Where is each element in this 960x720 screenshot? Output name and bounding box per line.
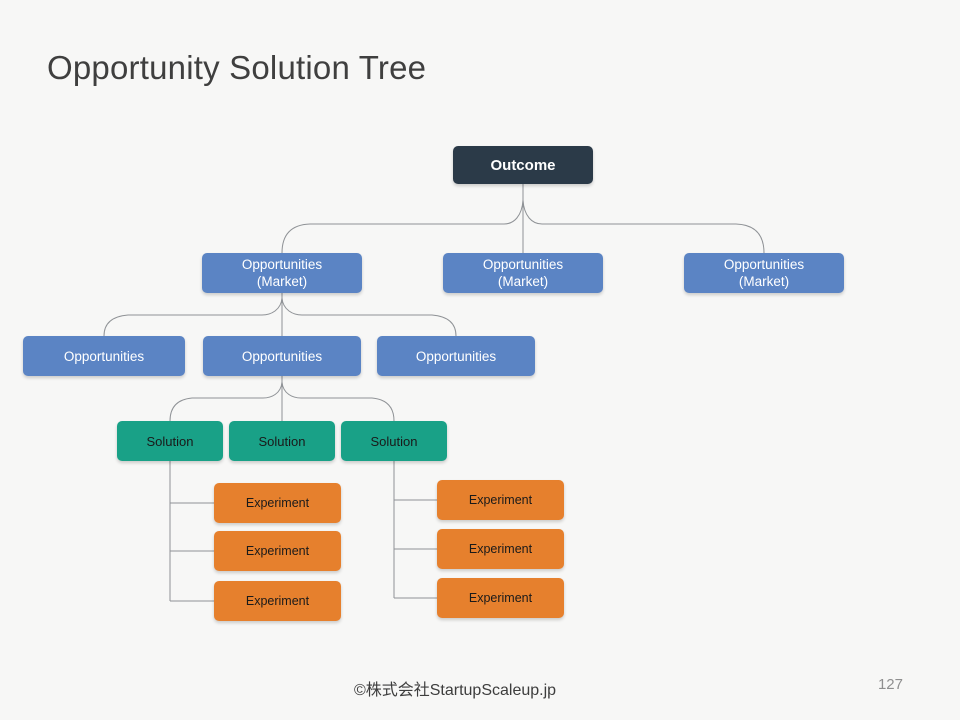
page-number: 127 [877,676,903,693]
experiment-right-2-label: Experiment [468,541,533,556]
connector-outcome-right-arm [522,199,765,254]
experiment-left-2-label: Experiment [245,543,310,558]
opportunity-box-1: Opportunities [23,336,185,376]
opportunity-3-label: Opportunities [415,348,497,364]
solution-box-1: Solution [117,421,223,461]
connector-outcome-left-arm [281,199,524,254]
experiment-left-1-label: Experiment [245,495,310,510]
footer-copyright: ©株式会社StartupScaleup.jp [353,682,557,699]
experiment-right-3-label: Experiment [468,590,533,605]
market-opportunity-2-line2: (Market) [497,274,549,289]
market-opportunity-1-line1: Opportunities [241,257,323,272]
outcome-box: Outcome [453,146,593,184]
connector-opportunity-left-arm [169,381,283,422]
connector-market-left-arm [103,297,283,337]
connector-market-right-arm [281,297,457,337]
experiment-box-left-2: Experiment [214,531,341,571]
experiment-box-right-3: Experiment [437,578,564,618]
market-opportunity-box-2: Opportunities (Market) [443,253,603,293]
market-opportunity-3-line1: Opportunities [723,257,805,272]
solution-1-label: Solution [146,433,194,449]
market-opportunity-box-1: Opportunities (Market) [202,253,362,293]
experiment-box-left-1: Experiment [214,483,341,523]
experiment-box-left-3: Experiment [214,581,341,621]
outcome-label: Outcome [490,156,556,174]
solution-box-3: Solution [341,421,447,461]
experiment-left-3-label: Experiment [245,593,310,608]
connector-opportunity-right-arm [281,381,395,422]
opportunity-1-label: Opportunities [63,348,145,364]
experiment-right-1-label: Experiment [468,492,533,507]
opportunity-box-2: Opportunities [203,336,361,376]
opportunity-box-3: Opportunities [377,336,535,376]
page-title: Opportunity Solution Tree [47,49,427,86]
experiment-box-right-1: Experiment [437,480,564,520]
experiment-box-right-2: Experiment [437,529,564,569]
solution-3-label: Solution [370,433,418,449]
opportunity-2-label: Opportunities [241,348,323,364]
solution-box-2: Solution [229,421,335,461]
market-opportunity-2-line1: Opportunities [482,257,564,272]
market-opportunity-box-3: Opportunities (Market) [684,253,844,293]
solution-2-label: Solution [258,433,306,449]
market-opportunity-3-line2: (Market) [738,274,790,289]
market-opportunity-1-line2: (Market) [256,274,308,289]
